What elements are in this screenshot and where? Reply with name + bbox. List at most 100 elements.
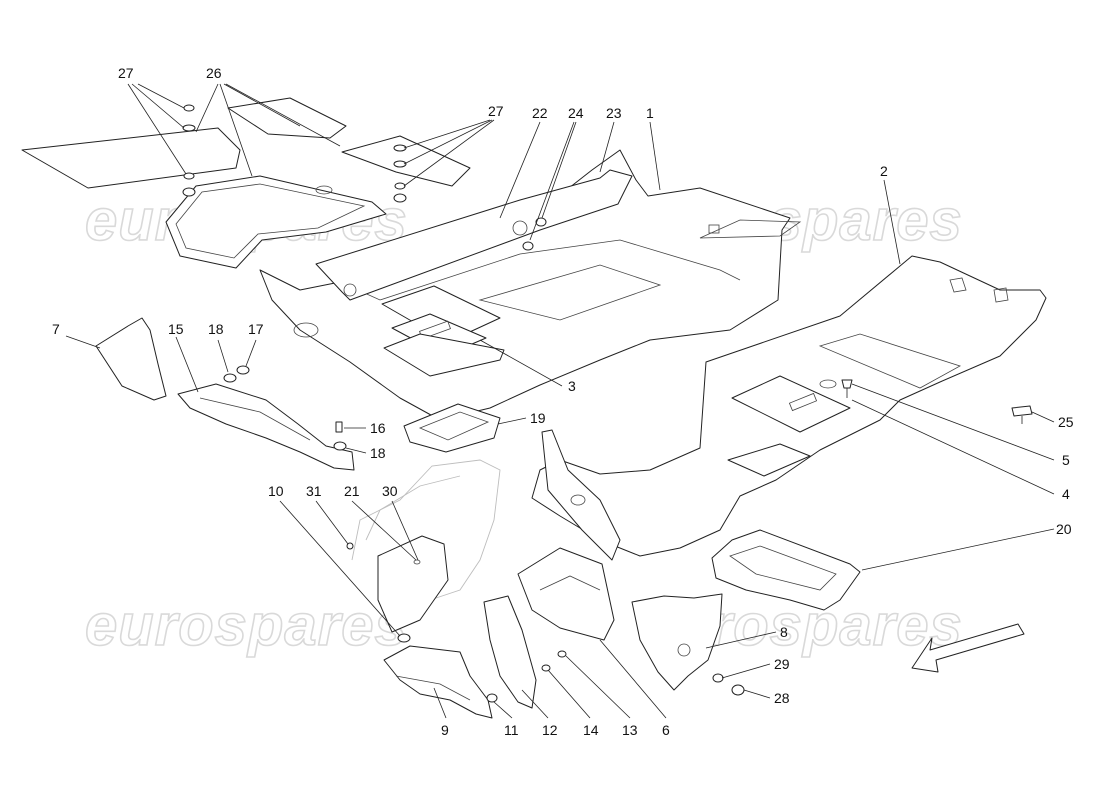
front-carpet-slot xyxy=(708,224,720,234)
leader-22 xyxy=(499,121,541,219)
leader-27a xyxy=(127,83,187,175)
wheel-arch-outline xyxy=(365,475,461,541)
fastener-27 xyxy=(182,124,196,132)
leader-26 xyxy=(223,83,301,127)
leader-5 xyxy=(851,383,1055,461)
leader-26 xyxy=(225,83,341,147)
panel-6-rib xyxy=(539,575,601,591)
bracket-12-body xyxy=(483,595,537,709)
callout-1: 1 xyxy=(646,105,654,121)
callout-4: 4 xyxy=(1062,486,1070,502)
clip-24 xyxy=(535,217,547,227)
leader-18a xyxy=(217,339,229,373)
leader-6 xyxy=(599,639,667,719)
leader-4 xyxy=(851,399,1055,495)
leader-17 xyxy=(245,339,257,367)
leader-2 xyxy=(883,179,901,265)
fasteners-16-18 xyxy=(223,365,347,451)
sill-trim xyxy=(315,169,633,301)
callout-16: 16 xyxy=(370,420,386,436)
rear-carpet-pan xyxy=(818,333,962,389)
bracket-12 xyxy=(483,595,567,709)
callout-8: 8 xyxy=(780,624,788,640)
callout-5: 5 xyxy=(1062,452,1070,468)
bracket-8-hole xyxy=(677,643,691,657)
bolt-10 xyxy=(397,633,411,643)
leader-27b xyxy=(403,119,495,187)
floor-mat-front-right xyxy=(227,97,347,139)
rear-carpet-side-flap xyxy=(541,429,621,561)
leader-15 xyxy=(175,336,199,393)
panel-21-hole xyxy=(413,559,421,565)
callout-30: 30 xyxy=(382,483,398,499)
watermark-text: eurospares xyxy=(85,593,408,658)
leader-18b xyxy=(345,447,367,454)
direction-arrow-icon xyxy=(911,623,1025,673)
heel-pad-3-lower xyxy=(383,333,505,377)
callout-20: 20 xyxy=(1056,521,1072,537)
leader-11 xyxy=(493,701,513,719)
bolt-16 xyxy=(335,421,343,433)
leader-3 xyxy=(479,339,563,387)
leader-13 xyxy=(565,655,631,719)
bracket-9-body xyxy=(383,645,493,719)
leader-lines xyxy=(65,83,1055,719)
panel-6 xyxy=(517,547,615,641)
leader-10 xyxy=(279,500,401,637)
leader-27b xyxy=(403,119,493,165)
floor-mat-inner-edge xyxy=(175,183,366,259)
sill-trim-hole xyxy=(512,220,528,236)
rear-carpet-slot xyxy=(788,392,818,412)
frame-20-inner xyxy=(729,545,837,591)
floor-mat-front-left xyxy=(21,127,241,189)
frame-20 xyxy=(711,529,861,611)
front-carpet-hole xyxy=(293,322,319,338)
bracket-9 xyxy=(383,633,493,719)
front-carpet-tunnel xyxy=(339,239,741,301)
callout-22: 22 xyxy=(532,105,548,121)
bracket-8-body xyxy=(631,593,723,691)
leader-24 xyxy=(529,121,575,241)
front-carpet-floor-pan xyxy=(478,264,662,321)
callout-23: 23 xyxy=(606,105,622,121)
callout-31: 31 xyxy=(306,483,322,499)
leader-23 xyxy=(599,121,615,173)
fastener-27 xyxy=(394,182,406,190)
fastener-27 xyxy=(183,104,195,112)
callout-13: 13 xyxy=(622,722,638,738)
nut-17 xyxy=(236,365,250,375)
rear-carpet-cutout xyxy=(949,277,967,293)
callout-12: 12 xyxy=(542,722,558,738)
bolt-13 xyxy=(557,650,567,658)
fastener-27 xyxy=(393,144,407,152)
callout-15: 15 xyxy=(168,321,184,337)
callout-labels: 27 26 27 22 24 23 1 2 7 15 18 17 16 18 3… xyxy=(52,65,1074,738)
washer-14 xyxy=(541,664,551,672)
floor-mat-rear-right xyxy=(341,135,471,187)
front-carpet-sill xyxy=(699,219,802,239)
callout-6: 6 xyxy=(662,722,670,738)
leader-21 xyxy=(351,500,417,561)
leader-30 xyxy=(391,500,419,561)
mat-hole xyxy=(315,185,333,195)
callout-27: 27 xyxy=(118,65,134,81)
leader-26 xyxy=(219,83,253,177)
bracket-8 xyxy=(631,593,745,696)
callout-17: 17 xyxy=(248,321,264,337)
callout-25: 25 xyxy=(1058,414,1074,430)
leader-8 xyxy=(705,631,777,649)
bracket-15 xyxy=(177,383,355,471)
leader-7 xyxy=(65,335,101,349)
fastener-27 xyxy=(393,160,407,168)
callout-14: 14 xyxy=(583,722,599,738)
callout-18: 18 xyxy=(208,321,224,337)
leader-26 xyxy=(195,83,219,133)
clip-5 xyxy=(841,379,853,389)
fastener-27 xyxy=(182,187,196,197)
callout-18: 18 xyxy=(370,445,386,461)
fastener-27 xyxy=(183,172,195,180)
rear-carpet-flap xyxy=(731,375,851,433)
leader-9 xyxy=(433,687,447,719)
callout-11: 11 xyxy=(504,722,519,738)
